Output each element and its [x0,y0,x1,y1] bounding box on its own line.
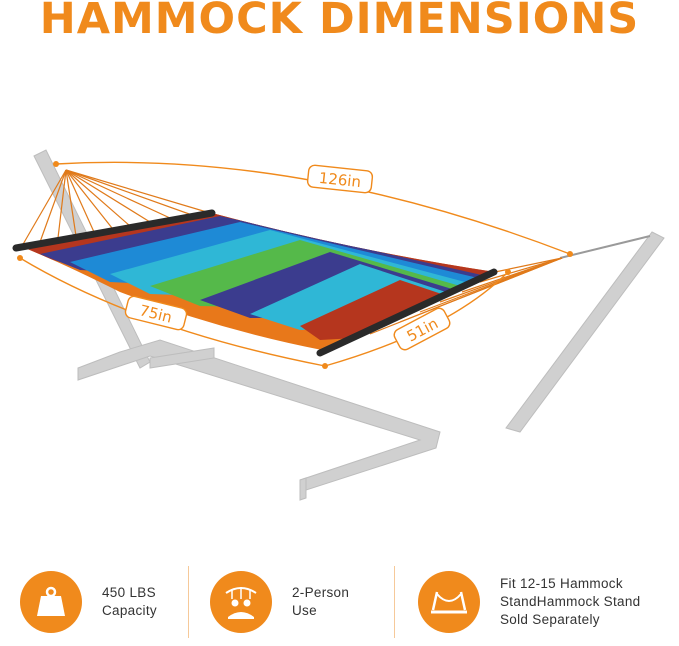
two-person-icon [210,571,272,633]
feature-line: Sold Separately [500,612,600,627]
feature-strip: 450 LBS Capacity 2-Person Use [0,558,679,646]
feature-line: StandHammock Stand [500,594,641,609]
feature-line: 2-Person [292,585,350,600]
spreader-bars [12,209,498,357]
page-title: HAMMOCK DIMENSIONS [39,0,640,44]
hammock-illustration: 126in 75in 51in [12,149,665,501]
divider [394,566,395,638]
length-label: 126in [306,164,374,194]
feature-stand: Fit 12-15 Hammock StandHammock Stand Sol… [418,558,640,646]
dimension-endpoints [17,161,573,369]
svg-text:126in: 126in [318,169,362,191]
feature-capacity: 450 LBS Capacity [20,558,157,646]
weight-icon [20,571,82,633]
right-chain [559,235,651,259]
hammock-stand-icon [418,571,480,633]
feature-two-person: 2-Person Use [210,558,349,646]
feature-line: Use [292,603,317,618]
feature-line: Fit 12-15 Hammock [500,576,623,591]
divider [188,566,189,638]
feature-line: Capacity [102,603,157,618]
left-suspension-ropes [21,169,211,247]
feature-line: 450 LBS [102,585,156,600]
